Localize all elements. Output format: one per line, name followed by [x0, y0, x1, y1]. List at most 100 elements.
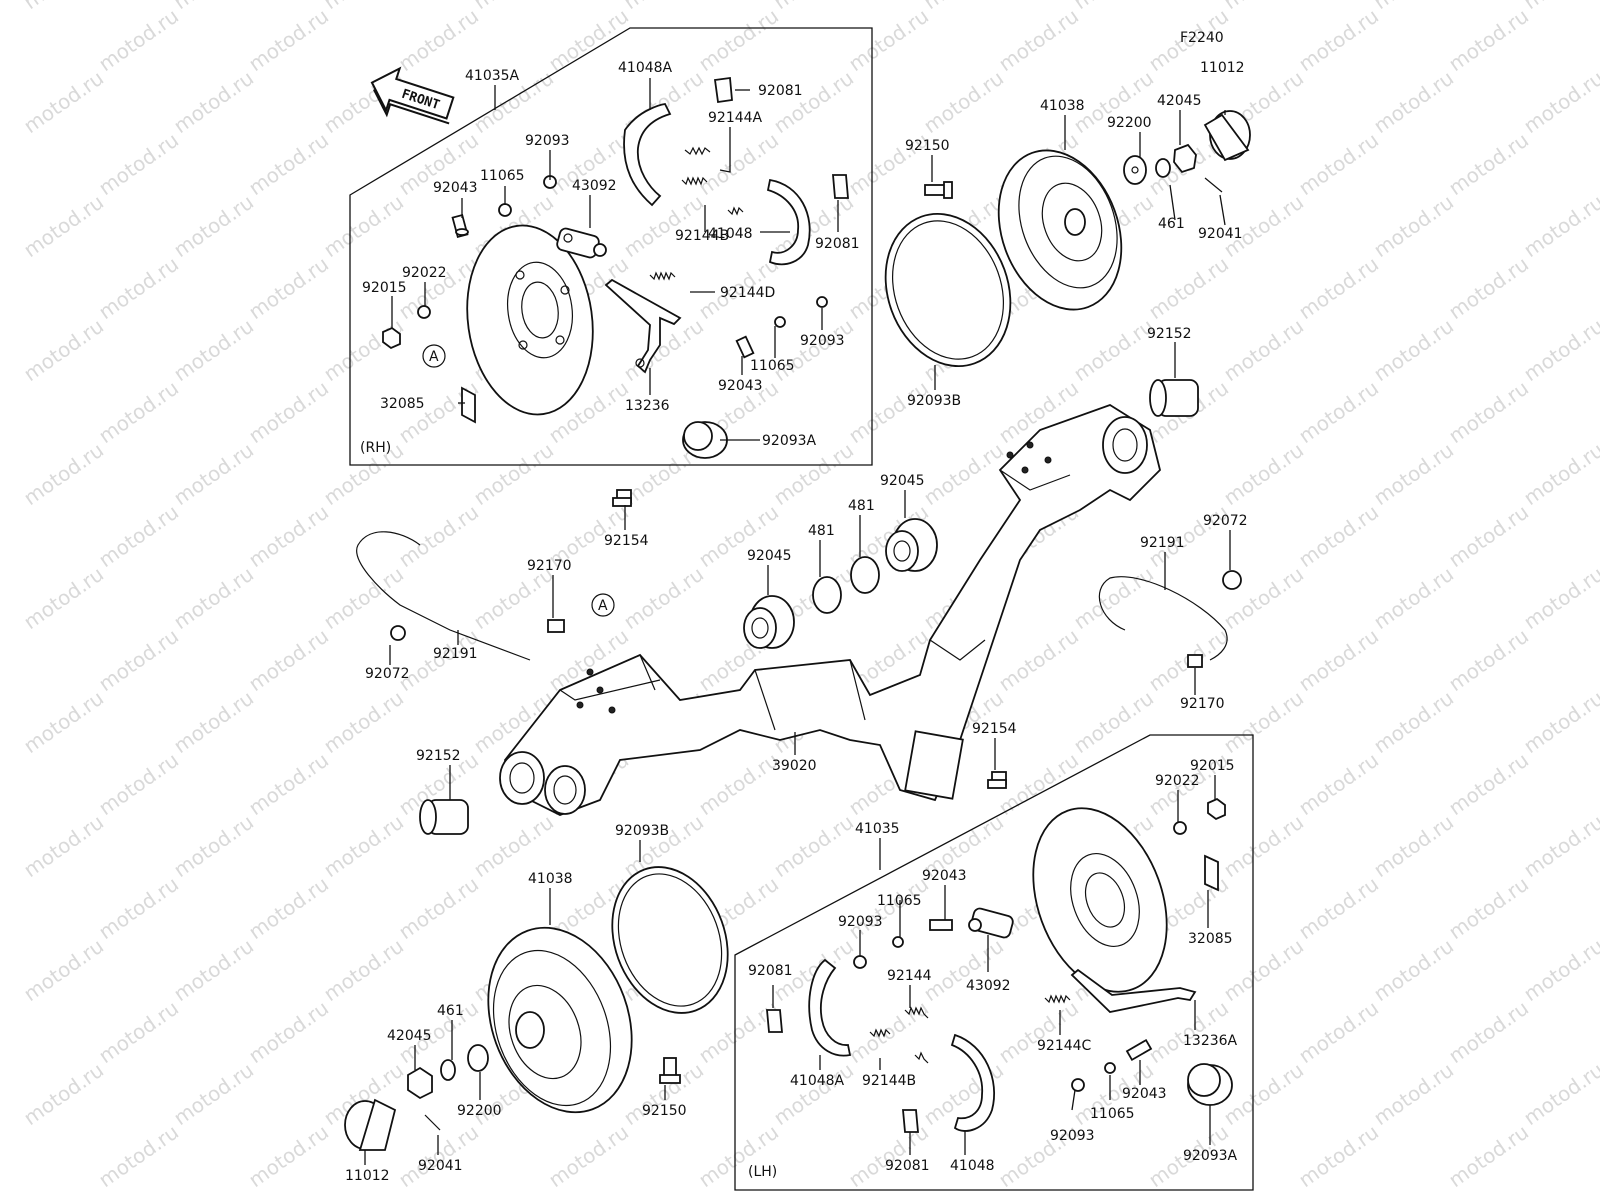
- watermark: motod.ru: [1444, 1120, 1533, 1192]
- label-92093-bottom1: 92093: [838, 914, 883, 930]
- watermark: motod.ru: [169, 1058, 258, 1130]
- label-11012-top: 11012: [1200, 60, 1245, 76]
- watermark: motod.ru: [244, 252, 333, 324]
- washer-11065-lh-lower: [1104, 1062, 1116, 1074]
- brake-shoe-41048a-lh: [808, 958, 852, 1057]
- watermark: motod.ru: [1294, 624, 1383, 696]
- watermark: motod.ru: [1294, 1120, 1383, 1192]
- label-92170-right: 92170: [1180, 696, 1225, 712]
- spacer-92093-rh-lower: [816, 296, 828, 308]
- brake-drum-41038-top: [997, 149, 1123, 311]
- label-39020: 39020: [772, 758, 817, 774]
- label-92093-top1: 92093: [525, 133, 570, 149]
- label-481-a: 481: [808, 523, 835, 539]
- cap-11012-bottom: [344, 1098, 397, 1151]
- watermark: motod.ru: [544, 1120, 633, 1192]
- spring-92144a-rh: [684, 146, 711, 156]
- label-43092-top: 43092: [572, 178, 617, 194]
- watermark: motod.ru: [469, 0, 558, 14]
- seal-92093a-rh: [682, 421, 728, 459]
- watermark: motod.ru: [169, 810, 258, 882]
- watermark: motod.ru: [19, 686, 108, 758]
- watermark: motod.ru: [94, 872, 183, 944]
- label-92093A-bottom: 92093A: [1183, 1148, 1238, 1164]
- label-11065-bottom1: 11065: [877, 893, 922, 909]
- label-92150-top: 92150: [905, 138, 950, 154]
- label-92093A-top: 92093A: [762, 433, 817, 449]
- spring-92144-lh: [904, 1006, 929, 1019]
- label-92144: 92144: [887, 968, 932, 984]
- watermark: motod.ru: [319, 934, 408, 1006]
- rh-assembly-box: [349, 27, 873, 466]
- pin-92041-top: [1204, 177, 1223, 193]
- ref-a-mid: A: [598, 598, 608, 614]
- ref-a-mid-marker: [591, 593, 615, 617]
- part-number-labels: 41035A 41048A 92081 92144A 92093 11065 9…: [345, 60, 1248, 1184]
- label-92154-top: 92154: [604, 533, 649, 549]
- watermark: motod.ru: [1219, 314, 1308, 386]
- watermark: motod.ru: [1369, 314, 1458, 386]
- clip-92081-lh-bottom: [902, 1109, 919, 1133]
- label-92200-top: 92200: [1107, 115, 1152, 131]
- clip-32085-rh: [461, 386, 476, 424]
- watermark: motod.ru: [919, 934, 1008, 1006]
- watermark: motod.ru: [769, 66, 858, 138]
- vent-hose-92191-left: [356, 531, 531, 661]
- label-13236: 13236: [625, 398, 670, 414]
- watermark: motod.ru: [94, 1120, 183, 1192]
- watermark: motod.ru: [1369, 438, 1458, 510]
- watermark: motod.ru: [1519, 190, 1600, 262]
- label-92191-right: 92191: [1140, 535, 1185, 551]
- hose-clamp-92170-left: [547, 619, 565, 633]
- label-41035A: 41035A: [465, 68, 520, 84]
- watermark: motod.ru: [169, 66, 258, 138]
- leader-lines: [364, 78, 1231, 1165]
- watermark: motod.ru: [94, 252, 183, 324]
- label-92072-right: 92072: [1203, 513, 1248, 529]
- hose-clamp-92072-right: [1222, 570, 1242, 590]
- label-92144B-top: 92144B: [675, 228, 729, 244]
- label-92152-left: 92152: [416, 748, 461, 764]
- watermark: motod.ru: [1519, 314, 1600, 386]
- watermark: motod.ru: [1219, 0, 1308, 14]
- label-92045-a: 92045: [747, 548, 792, 564]
- spacer-92093-lh-lower: [1071, 1078, 1085, 1092]
- watermark: motod.ru: [994, 996, 1083, 1068]
- brake-shoe-41048a-rh: [623, 103, 672, 207]
- label-41038-top: 41038: [1040, 98, 1085, 114]
- watermark: motod.ru: [244, 624, 333, 696]
- label-481-b: 481: [848, 498, 875, 514]
- watermark: motod.ru: [244, 1120, 333, 1192]
- label-461-top: 461: [1158, 216, 1185, 232]
- label-41038-bottom: 41038: [528, 871, 573, 887]
- label-43092-bottom: 43092: [966, 978, 1011, 994]
- label-41048-top: 41048: [708, 226, 753, 242]
- pin-92043-rh-lower: [735, 335, 755, 359]
- watermark: motod.ru: [394, 500, 483, 572]
- watermark: motod.ru: [1369, 810, 1458, 882]
- washer-11065-rh: [498, 203, 512, 217]
- watermark: motod.ru: [244, 872, 333, 944]
- watermark: motod.ru: [994, 4, 1083, 76]
- label-92043-top1: 92043: [433, 180, 478, 196]
- label-92041-bottom: 92041: [418, 1158, 463, 1174]
- bearing-92045-b: [885, 518, 938, 572]
- watermark: motod.ru: [1444, 872, 1533, 944]
- watermark: motod.ru: [1369, 66, 1458, 138]
- watermark: motod.ru: [469, 438, 558, 510]
- seal-ring-92093b-top: [884, 212, 1012, 368]
- label-92093-bottom2: 92093: [1050, 1128, 1095, 1144]
- watermark: motod.ru: [244, 4, 333, 76]
- watermark: motod.ru: [19, 1058, 108, 1130]
- label-41048-bottom: 41048: [950, 1158, 995, 1174]
- bearing-92045-a: [743, 595, 795, 649]
- watermark: motod.ru: [19, 438, 108, 510]
- cap-11012-top: [1203, 110, 1251, 162]
- hose-clamp-92170-right: [1187, 654, 1203, 668]
- label-32085-bottom: 32085: [1188, 931, 1233, 947]
- label-42045-bottom: 42045: [387, 1028, 432, 1044]
- watermark: motod.ru: [19, 190, 108, 262]
- watermark: motod.ru: [769, 0, 858, 14]
- nut-92015-rh: [382, 326, 401, 350]
